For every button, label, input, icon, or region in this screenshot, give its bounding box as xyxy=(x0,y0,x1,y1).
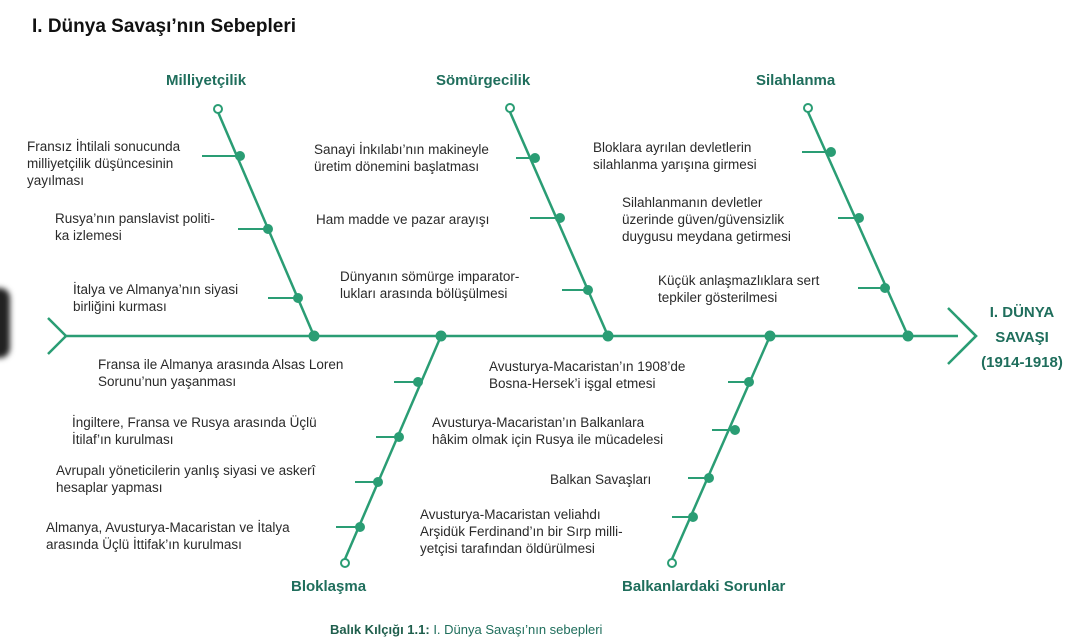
category-bloklasma: Bloklaşma xyxy=(291,578,367,595)
cause-text: Avusturya-Macaristan veliahdı Arşidük Fe… xyxy=(420,507,623,556)
caption-text: I. Dünya Savaşı’nın sebepleri xyxy=(429,622,603,637)
tail-chevron xyxy=(47,317,68,355)
effect-line-3: (1914-1918) xyxy=(981,354,1063,371)
effect-label: I. DÜNYA SAVAŞI (1914-1918) xyxy=(962,300,1077,375)
category-milliyetcilik: Milliyetçilik xyxy=(166,72,247,89)
cause-text: Rusya’nın panslavist politi- ka izlemesi xyxy=(55,211,215,243)
cause-text: Balkan Savaşları xyxy=(550,472,652,487)
cause-text: Bloklara ayrılan devletlerin silahlanma … xyxy=(593,140,757,172)
page-title: I. Dünya Savaşı’nın Sebepleri xyxy=(32,16,296,37)
cause-ticks xyxy=(202,147,914,532)
edge-artifact xyxy=(0,288,10,358)
category-balkan: Balkanlardaki Sorunlar xyxy=(622,578,786,595)
category-silahlanma: Silahlanma xyxy=(756,72,836,89)
figure-caption: Balık Kılçığı 1.1: I. Dünya Savaşı’nın s… xyxy=(330,622,602,637)
caption-label: Balık Kılçığı 1.1: xyxy=(330,622,430,637)
cause-text: Dünyanın sömürge imparator- lukları aras… xyxy=(340,269,520,301)
bones xyxy=(213,103,910,568)
cause-text: Küçük anlaşmazlıklara sert tepkiler göst… xyxy=(658,273,820,305)
effect-line-2: SAVAŞI xyxy=(995,329,1049,346)
head-chevron-2 xyxy=(957,317,978,355)
category-somurgecilik: Sömürgecilik xyxy=(436,72,531,89)
cause-text: Fransız İhtilali sonucunda milliyetçilik… xyxy=(27,139,181,188)
cause-text: İngiltere, Fransa ve Rusya arasında Üçlü… xyxy=(72,415,317,447)
cause-text: Avusturya-Macaristan’ın 1908’de Bosna-He… xyxy=(489,359,686,391)
cause-text: Almanya, Avusturya-Macaristan ve İtalya … xyxy=(46,520,290,552)
cause-text: İtalya ve Almanya’nın siyasi birliğini k… xyxy=(73,282,239,314)
cause-text: Sanayi İnkılabı’nın makineyle üretim dön… xyxy=(314,142,489,174)
cause-text: Fransa ile Almanya arasında Alsas Loren … xyxy=(98,357,344,389)
cause-text: Avrupalı yöneticilerin yanlış siyasi ve … xyxy=(56,463,316,495)
cause-text: Avusturya-Macaristan’ın Balkanlara hâkim… xyxy=(432,415,664,447)
cause-text: Ham madde ve pazar arayışı xyxy=(316,212,490,227)
effect-line-1: I. DÜNYA xyxy=(989,304,1055,321)
cause-text: Silahlanmanın devletler üzerinde güven/g… xyxy=(622,195,791,244)
